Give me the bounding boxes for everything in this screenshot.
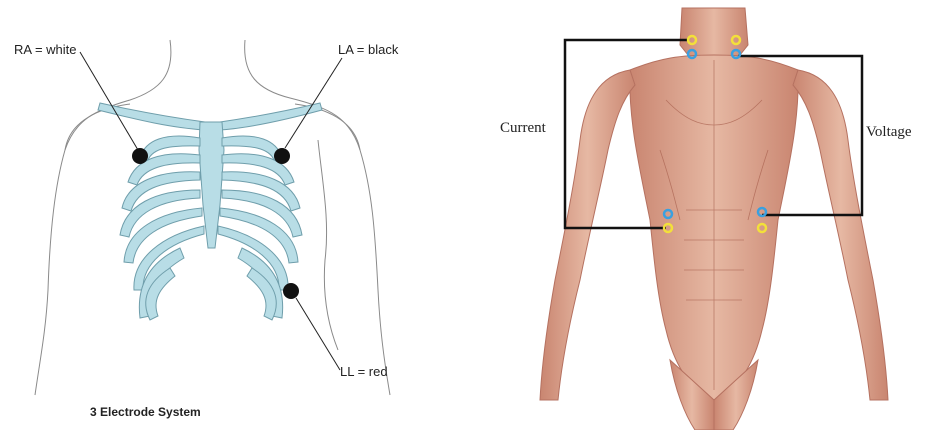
ll-label: LL = red [340, 364, 388, 379]
electrode-ll [283, 283, 299, 299]
electrode-ra [132, 148, 148, 164]
la-label: LA = black [338, 42, 398, 57]
chest-illustration [0, 0, 470, 430]
electrode-la [274, 148, 290, 164]
current-label: Current [500, 120, 546, 137]
three-electrode-diagram: RA = white LA = black LL = red 3 Electro… [0, 0, 470, 430]
caption: 3 Electrode System [90, 405, 201, 419]
voltage-label: Voltage [866, 124, 912, 141]
bioimpedance-diagram: Current Voltage [470, 0, 929, 430]
ra-label: RA = white [14, 42, 77, 57]
muscle-figure [470, 0, 929, 430]
